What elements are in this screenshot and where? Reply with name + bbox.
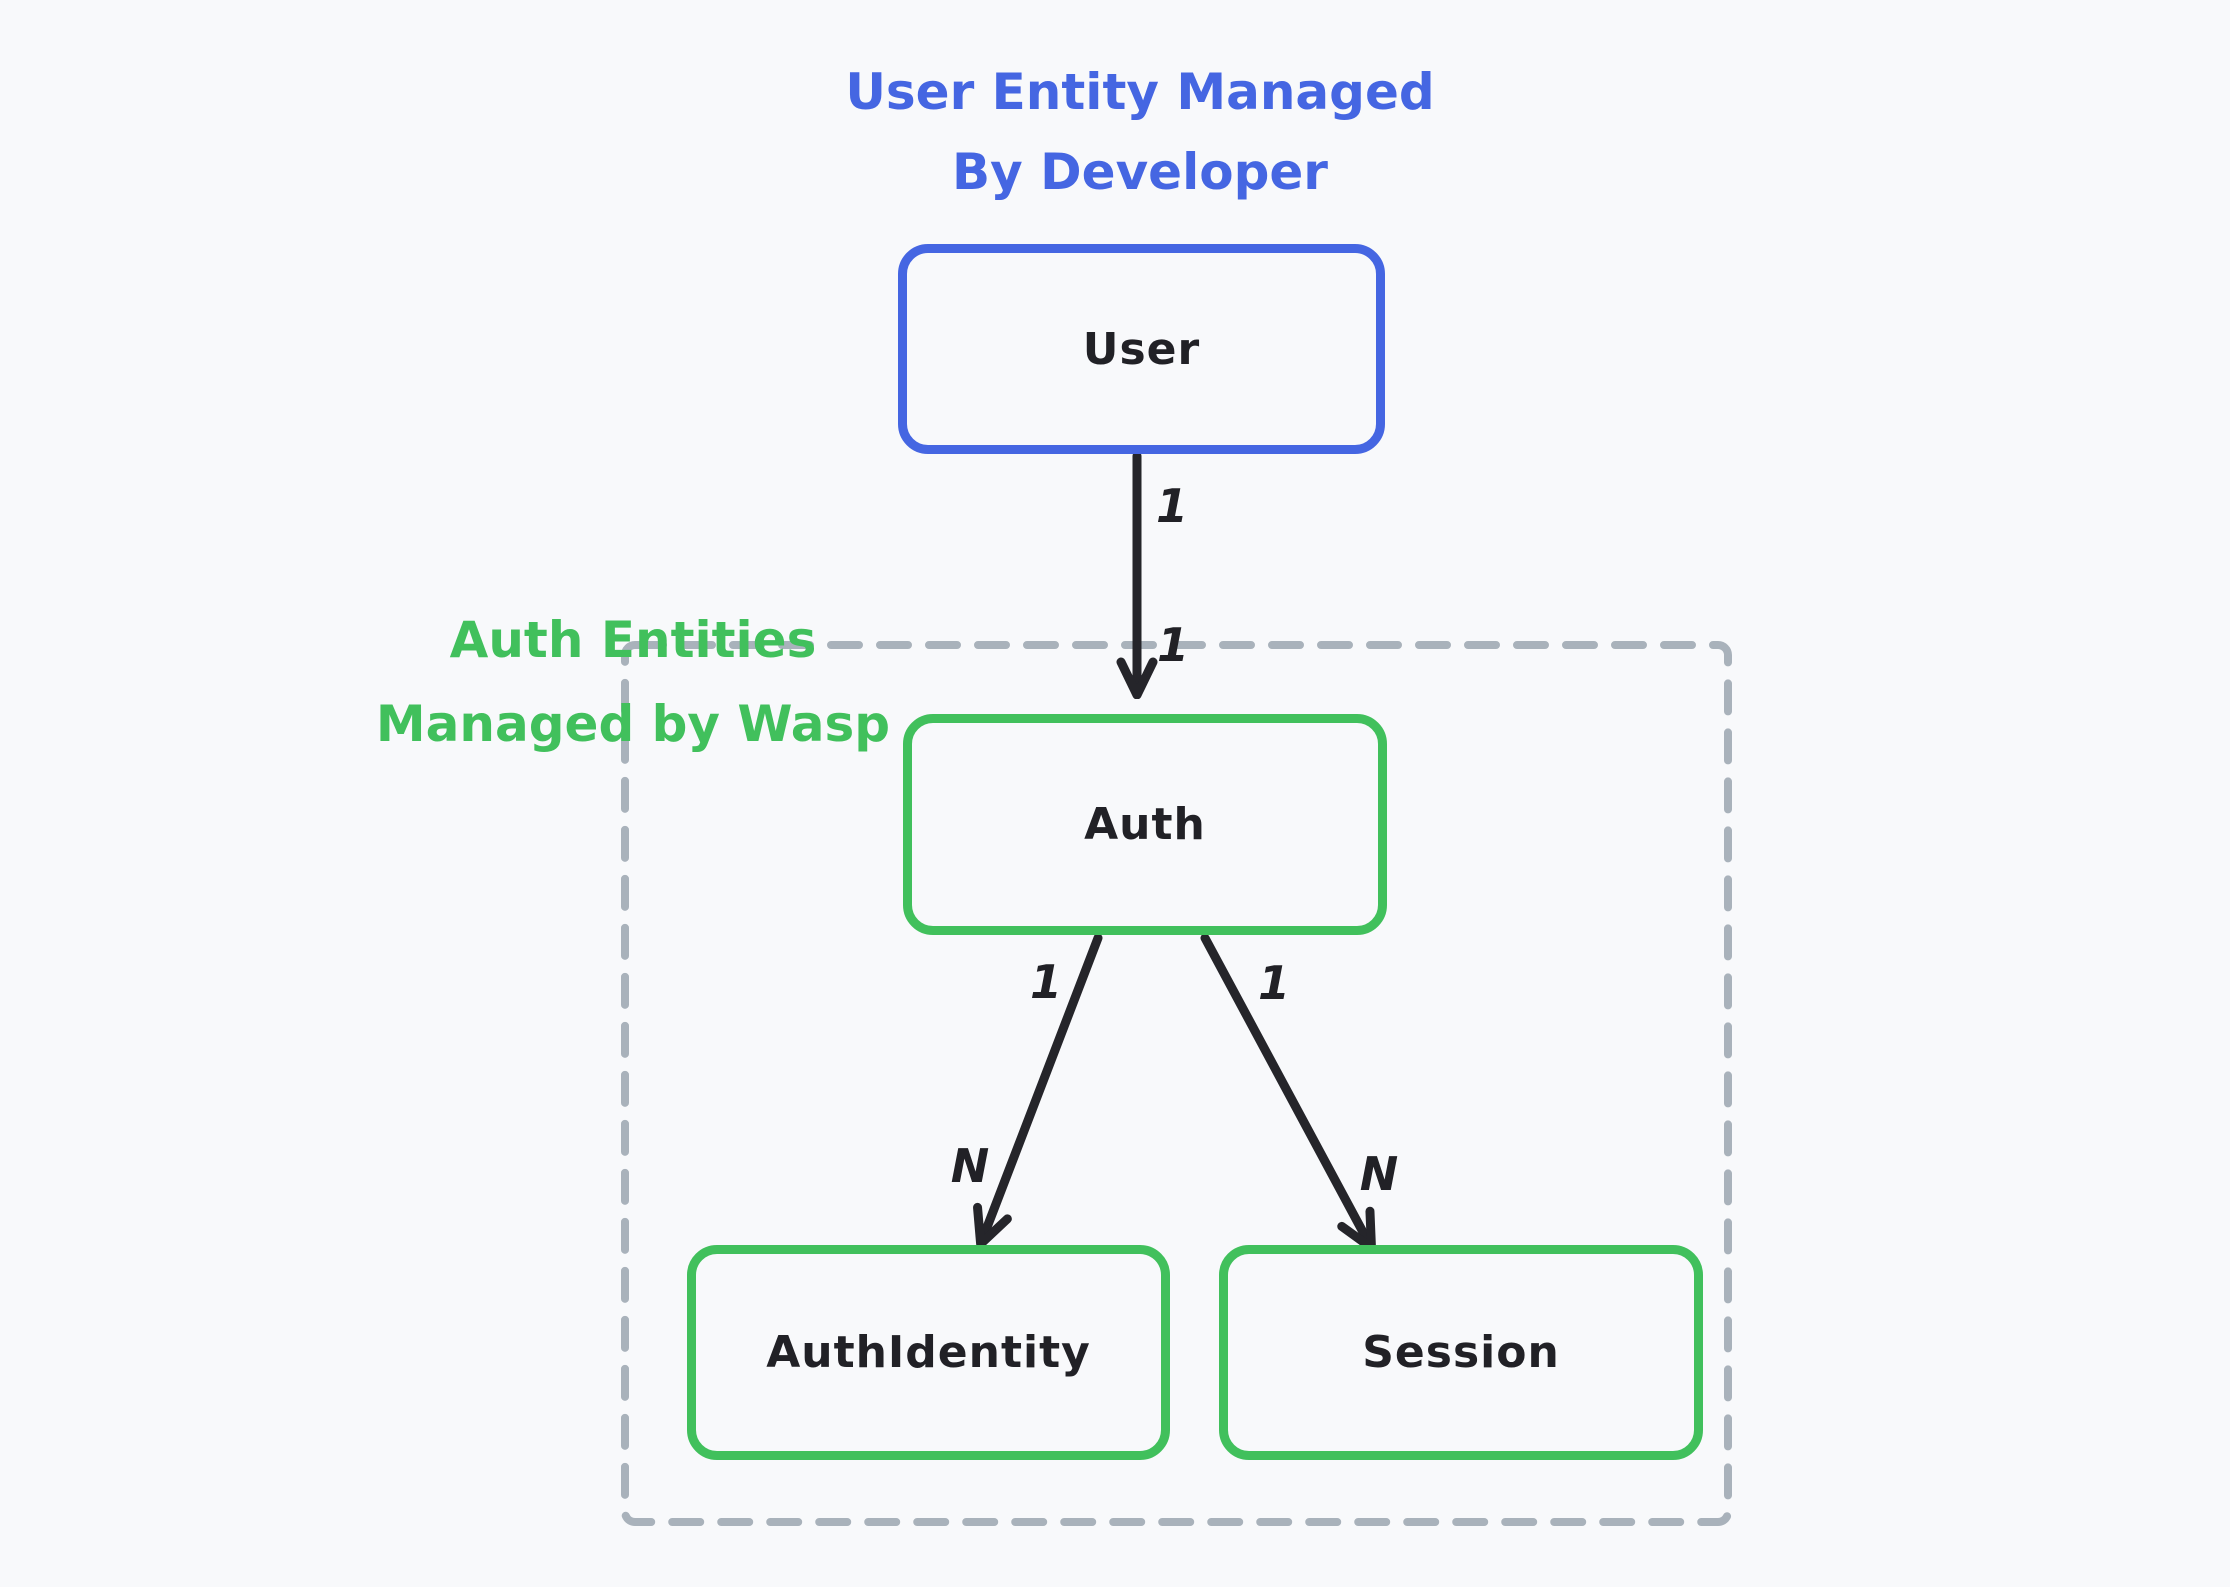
user-entity-title-line2: By Developer (952, 143, 1328, 201)
user-entity-title: User Entity Managed By Developer (740, 52, 1540, 212)
node-user-label: User (1082, 323, 1201, 375)
node-auth: Auth (903, 714, 1387, 935)
auth-entities-group-label: Auth Entities Managed by Wasp (283, 598, 983, 766)
arrow-auth-to-authidentity (981, 933, 1103, 1243)
cardinality-auth-to-authidentity-source: 1 (1029, 955, 1063, 1009)
auth-entities-group-border (621, 641, 1732, 1526)
user-entity-title-line1: User Entity Managed (845, 63, 1435, 121)
cardinality-auth-to-authidentity-target: N (950, 1139, 990, 1193)
node-session: Session (1219, 1245, 1703, 1460)
cardinality-user-to-auth-target: 1 (1156, 618, 1190, 672)
node-session-label: Session (1362, 1327, 1560, 1378)
auth-entities-group-label-line2: Managed by Wasp (375, 695, 891, 753)
cardinality-user-to-auth-source: 1 (1155, 479, 1189, 533)
cardinality-auth-to-session-target: N (1359, 1147, 1399, 1201)
auth-entities-group-label-line1: Auth Entities (449, 611, 817, 669)
node-user: User (898, 244, 1385, 454)
arrow-auth-to-session (1200, 933, 1371, 1247)
node-auth-identity: AuthIdentity (687, 1245, 1170, 1460)
cardinality-auth-to-session-source: 1 (1257, 956, 1291, 1010)
node-auth-label: Auth (1084, 799, 1206, 850)
node-auth-identity-label: AuthIdentity (766, 1327, 1091, 1378)
